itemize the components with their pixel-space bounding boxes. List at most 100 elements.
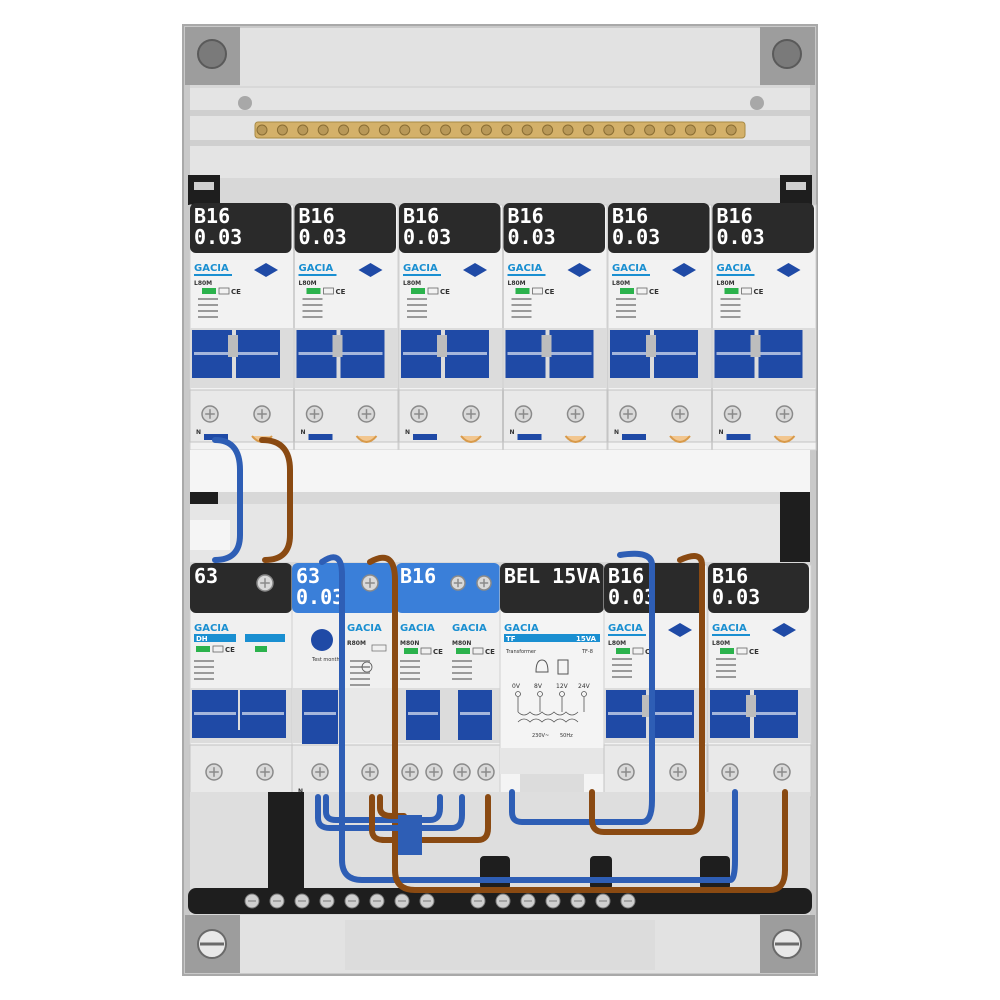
- brand-text: GACIA: [508, 263, 543, 274]
- toggle-highlight: [242, 712, 284, 715]
- circuit-label-text: 63: [194, 564, 218, 588]
- ce-mark: CE: [754, 288, 764, 296]
- neutral-wire: [319, 554, 738, 883]
- busbar-screw: [521, 124, 533, 136]
- freq-text: 50Hz: [560, 733, 573, 739]
- spec-line: [452, 660, 472, 662]
- brand-text: GACIA: [400, 623, 435, 634]
- circuit-label-text: 0.03: [296, 585, 344, 609]
- busbar-screw: [725, 124, 737, 136]
- brand-text: GACIA: [504, 623, 539, 634]
- toggle-highlight: [447, 352, 487, 355]
- busbar-screw: [562, 124, 574, 136]
- neutral-mark: N: [196, 429, 201, 436]
- busbar-screw: [684, 124, 696, 136]
- busbar-screw: [419, 124, 431, 136]
- toggle-highlight: [194, 352, 230, 355]
- spec-line: [616, 310, 636, 312]
- circuit-label: [294, 203, 396, 253]
- spec-line: [407, 298, 427, 300]
- toggle-highlight: [608, 712, 644, 715]
- brand-logo-icon: [672, 263, 696, 277]
- status-indicator: [720, 648, 734, 654]
- spec-line: [407, 316, 427, 318]
- breaker-toggle: [302, 690, 338, 744]
- toggle-highlight: [716, 352, 753, 355]
- circuit-label: [608, 203, 710, 253]
- toggle-highlight: [712, 712, 748, 715]
- spec-line: [612, 676, 632, 678]
- busbar-screw: [358, 124, 370, 136]
- device-type-text: TF-8: [581, 649, 593, 655]
- spec-line: [400, 678, 420, 680]
- brand-text: GACIA: [403, 263, 438, 274]
- spec-line: [511, 298, 532, 300]
- busbar-screw: [623, 124, 635, 136]
- toggle-highlight: [760, 352, 801, 355]
- ce-mark: CE: [545, 288, 555, 296]
- status-indicator: [202, 288, 216, 294]
- neutral-wire: [397, 794, 443, 823]
- brand-text: GACIA: [194, 263, 229, 274]
- middle-cover-strip: [190, 450, 810, 562]
- rating-box: [632, 647, 644, 655]
- panel-screw: [750, 96, 764, 110]
- circuit-label-text: B16: [717, 204, 753, 228]
- busbar-screw: [276, 124, 288, 136]
- toggle-highlight: [507, 352, 544, 355]
- busbar-screw: [460, 124, 472, 136]
- model-text: M80N: [400, 640, 419, 647]
- test-button: [646, 335, 656, 357]
- spec-line: [612, 664, 632, 666]
- busbar-screw: [480, 124, 492, 136]
- brand-logo-icon: [358, 263, 383, 277]
- busbar-screw: [297, 124, 309, 136]
- diagram-symbol: [361, 661, 373, 673]
- spec-line: [612, 658, 632, 660]
- ce-mark: CE: [749, 648, 759, 656]
- circuit-label-text: B16: [712, 564, 748, 588]
- spec-line: [716, 676, 736, 678]
- model-text: L80M: [194, 280, 212, 287]
- circuit-label-text: 0.03: [717, 225, 765, 249]
- housing-blank: [344, 688, 396, 743]
- phase-lug: [564, 435, 587, 443]
- phase-wire: [367, 554, 788, 893]
- circuit-label: [712, 203, 814, 253]
- busbar-screw: [542, 124, 554, 136]
- brand-text: GACIA: [712, 623, 747, 634]
- neutral-lug: [308, 434, 333, 440]
- spec-line: [616, 304, 636, 306]
- phase-wire: [369, 794, 491, 843]
- ce-mark: CE: [485, 648, 495, 656]
- circuit-label-text: 0.03: [608, 585, 656, 609]
- spec-line: [198, 316, 218, 318]
- spec-line: [302, 316, 323, 318]
- tap-label: 12V: [556, 683, 569, 690]
- busbar-screw: [603, 124, 615, 136]
- bell-icon: [535, 659, 549, 673]
- brand-text: GACIA: [299, 263, 334, 274]
- toggle-highlight: [652, 712, 692, 715]
- model-band: [245, 634, 285, 642]
- brand-underline: [716, 274, 755, 276]
- neutral-wire: [212, 437, 243, 563]
- spec-line: [511, 310, 532, 312]
- tap-label: 0V: [512, 683, 521, 690]
- spec-line: [720, 310, 741, 312]
- tap-terminal: [515, 691, 521, 697]
- tap-terminal: [581, 691, 587, 697]
- spec-line: [616, 316, 636, 318]
- neutral-mark: N: [301, 429, 306, 436]
- brand-logo-icon: [776, 263, 801, 277]
- toggle-highlight: [460, 712, 490, 715]
- brand-text: GACIA: [612, 263, 647, 274]
- busbar-screw: [501, 124, 513, 136]
- brand-underline: [612, 274, 650, 276]
- neutral-terminal-bar: [188, 888, 812, 914]
